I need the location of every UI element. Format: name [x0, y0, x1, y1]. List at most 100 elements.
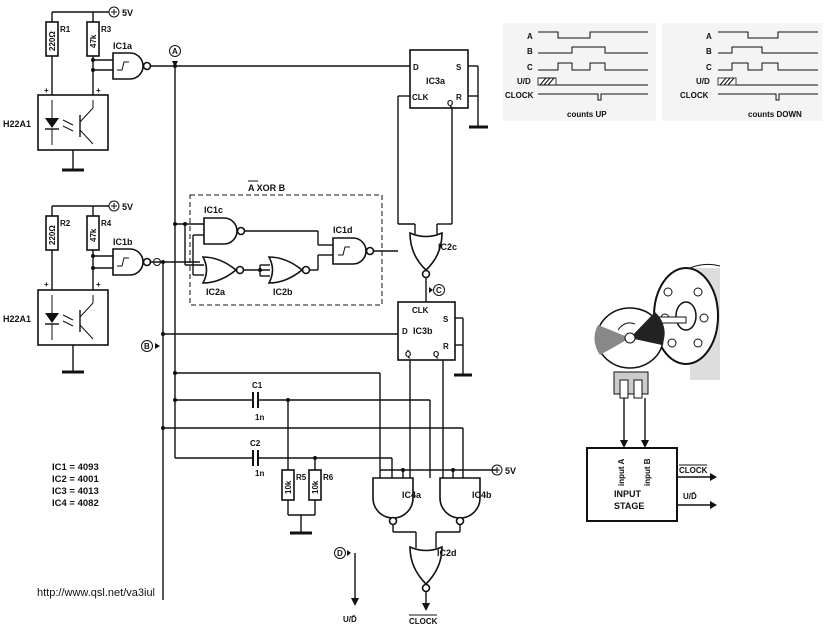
node-a-marker	[169, 45, 181, 57]
supply-label-top: 5V	[122, 8, 133, 18]
node-c-label: C	[436, 286, 442, 295]
svg-text:B: B	[527, 47, 533, 56]
svg-text:Q: Q	[433, 350, 439, 359]
svg-text:U/D: U/D	[696, 77, 710, 86]
gate-ic2d-label: IC2d	[437, 548, 457, 558]
node-d-label: D	[337, 549, 343, 558]
timing-up: A B C U/D CLOCK counts UP	[503, 23, 656, 121]
svg-text:+: +	[96, 86, 101, 95]
stage-out-ud: U/D̄	[683, 492, 697, 501]
output-clock-label: CLOCK	[409, 617, 438, 626]
node-c-marker	[433, 284, 445, 296]
ic3a-flipflop: IC3a D S CLK R Q	[397, 49, 488, 224]
r6-value: 10k	[311, 480, 320, 494]
svg-text:S: S	[456, 63, 462, 72]
timing-down: A B C U/D CLOCK counts DOWN	[662, 23, 822, 121]
r1-value: 220Ω	[48, 31, 57, 51]
svg-text:Q̄: Q̄	[405, 350, 411, 359]
ic4-section: 5V IC4a IC4b IC2d CLOCK D U/D̄	[334, 360, 516, 626]
input-stage-title-2: STAGE	[614, 501, 644, 511]
supply-label-bottom: 5V	[505, 466, 516, 476]
svg-text:B: B	[706, 47, 712, 56]
ic3b-flipflop: IC3b CLK D S R Q̄ Q B	[141, 301, 472, 377]
ic-table: IC1 = 4093 IC2 = 4001 IC3 = 4013 IC4 = 4…	[52, 462, 99, 509]
ic-table-row-1: IC1 = 4093	[52, 462, 99, 473]
node-d-marker	[334, 547, 346, 559]
ic3a-label: IC3a	[426, 76, 446, 86]
supply-label-mid: 5V	[122, 202, 133, 212]
input-stage-title-1: INPUT	[614, 489, 642, 499]
c1-value: 1n	[255, 413, 264, 422]
svg-text:+: +	[44, 86, 49, 95]
ic3b-label: IC3b	[413, 326, 433, 336]
gate-ic2b-label: IC2b	[273, 287, 293, 297]
supply-plus-icon-3	[491, 464, 503, 476]
gate-ic2a	[201, 256, 238, 284]
svg-text:S: S	[443, 315, 449, 324]
r5-value: 10k	[284, 480, 293, 494]
svg-text:U/D: U/D	[517, 77, 531, 86]
svg-text:CLK: CLK	[412, 306, 429, 315]
input-stage-block: input A input B INPUT STAGE CLOCK U/D̄	[586, 398, 717, 522]
gate-ic1c-label: IC1c	[204, 205, 223, 215]
source-url: http://www.qsl.net/va3iul	[37, 587, 155, 599]
top-sensor-section: 5V 220Ω R1 47k R3 + + H22A1 IC1a	[3, 6, 410, 172]
svg-text:R: R	[456, 93, 462, 102]
ic-table-row-3: IC3 = 4013	[52, 486, 99, 497]
svg-text:CLOCK: CLOCK	[505, 91, 534, 100]
svg-text:A: A	[527, 32, 533, 41]
r4-label: R4	[101, 219, 112, 228]
gate-ic2a-label: IC2a	[206, 287, 226, 297]
rc-network: C1 1n C2 1n 10k R5 10k R6	[161, 371, 463, 600]
svg-text:CLOCK: CLOCK	[680, 91, 709, 100]
gate-ic2c	[409, 231, 443, 272]
gate-ic4a-label: IC4a	[402, 490, 422, 500]
bottom-sensor-section: 5V 220Ω R2 47k R4 + + H22A1 IC1b	[3, 200, 200, 374]
r1-label: R1	[60, 25, 71, 34]
input-b-label: input B	[643, 458, 652, 486]
r3-value: 47k	[89, 34, 98, 48]
r2-label: R2	[60, 219, 71, 228]
gate-ic1c	[203, 217, 238, 245]
r4-value: 47k	[89, 228, 98, 242]
gate-ic4b-label: IC4b	[472, 490, 492, 500]
input-a-label: input A	[617, 459, 626, 486]
c2-value: 1n	[255, 469, 264, 478]
motor-illustration	[594, 263, 721, 399]
svg-text:Q: Q	[447, 99, 453, 108]
stage-out-clock: CLOCK	[679, 466, 708, 475]
gate-ic1b-label: IC1b	[113, 237, 133, 247]
c1-label: C1	[252, 381, 263, 390]
svg-text:D: D	[413, 63, 419, 72]
ic2c-section: IC2c C	[398, 223, 457, 302]
gate-ic2c-label: IC2c	[438, 242, 457, 252]
svg-text:C: C	[527, 63, 533, 72]
svg-text:C: C	[706, 63, 712, 72]
gate-ic1d-label: IC1d	[333, 225, 353, 235]
r5-label: R5	[296, 473, 307, 482]
sensor-label-bottom: H22A1	[3, 314, 31, 324]
node-b-label: B	[144, 342, 150, 351]
svg-text:+: +	[96, 280, 101, 289]
gate-ic2d	[409, 545, 443, 586]
svg-text:A: A	[706, 32, 712, 41]
svg-text:R: R	[443, 342, 449, 351]
node-a-label: A	[172, 47, 178, 56]
node-b-marker	[141, 340, 153, 352]
svg-text:+: +	[44, 280, 49, 289]
timing-down-caption: counts DOWN	[748, 110, 802, 119]
svg-text:D: D	[402, 327, 408, 336]
c2-label: C2	[250, 439, 261, 448]
r2-value: 220Ω	[48, 225, 57, 245]
ic-table-row-2: IC2 = 4001	[52, 474, 99, 485]
sensor-label-top: H22A1	[3, 119, 31, 129]
r6-label: R6	[323, 473, 334, 482]
xor-section: A XOR B IC1c IC2a IC2b	[162, 66, 398, 440]
output-ud-label: U/D̄	[343, 615, 357, 624]
gate-ic1d	[332, 237, 367, 265]
gate-ic1a-label: IC1a	[113, 41, 133, 51]
timing-up-caption: counts UP	[567, 110, 607, 119]
svg-text:CLK: CLK	[412, 93, 429, 102]
r3-label: R3	[101, 25, 112, 34]
